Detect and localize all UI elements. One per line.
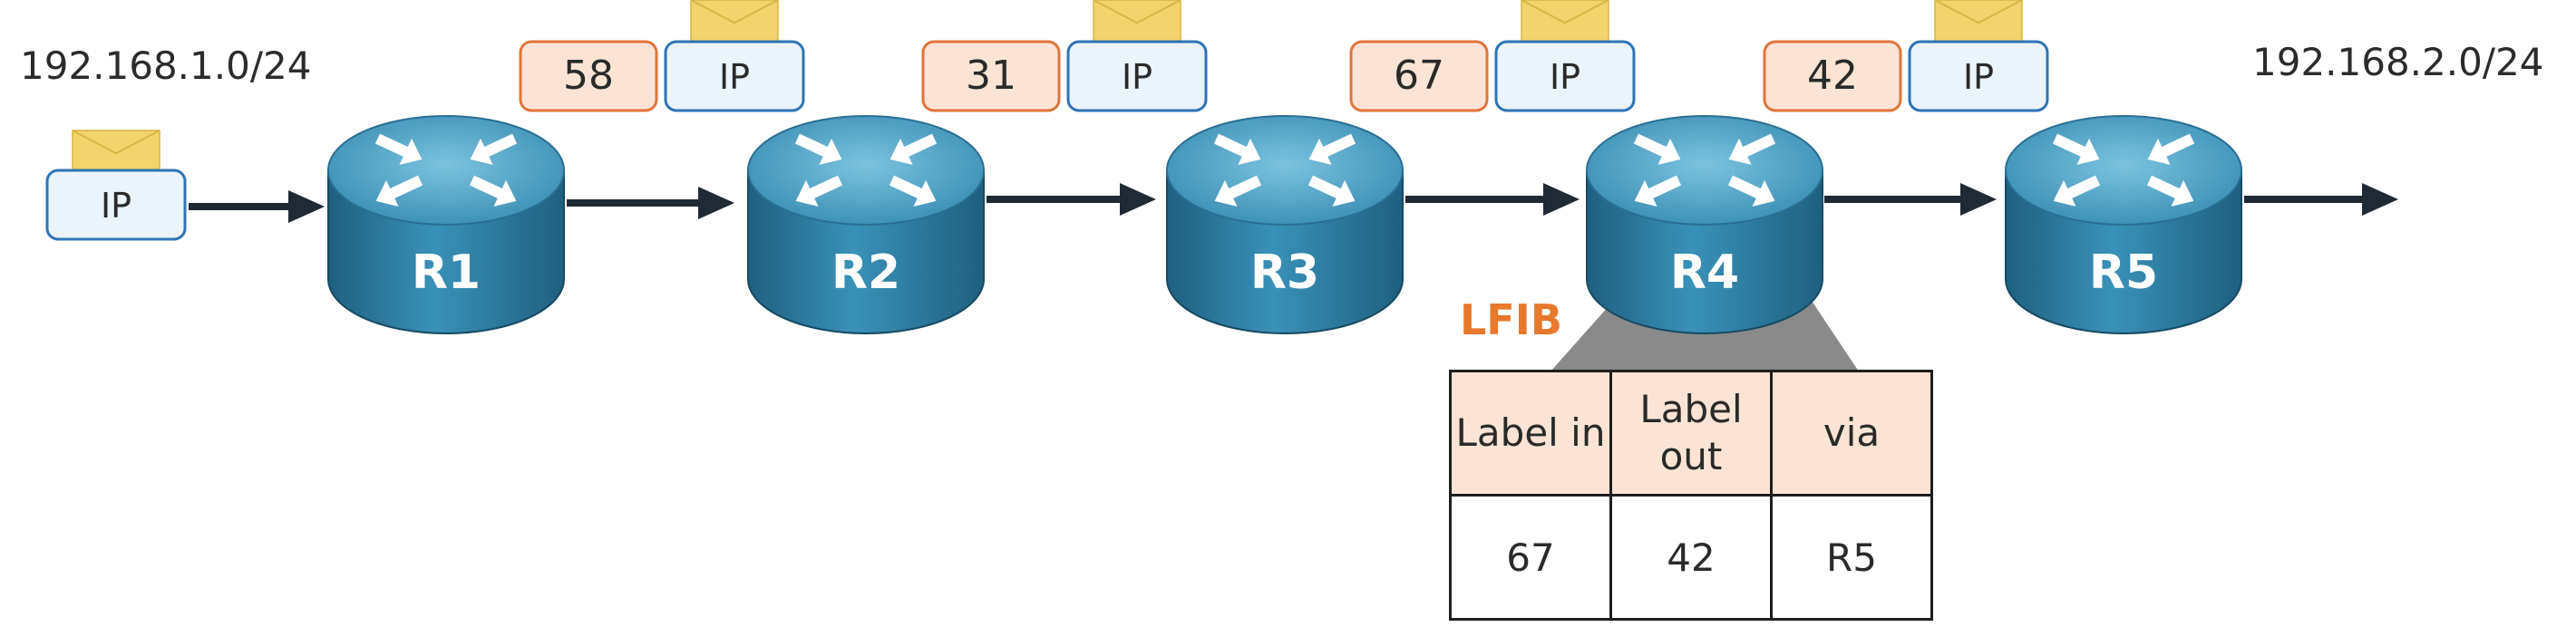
- router-r2: R2: [747, 115, 985, 334]
- labeled-packet: 58 IP: [519, 0, 805, 112]
- arrowhead-r2-r3: [1120, 183, 1156, 216]
- router-name: R5: [2089, 246, 2158, 300]
- router-r3: R3: [1166, 115, 1404, 334]
- ip-packet: IP: [1066, 40, 1208, 112]
- lfib-header-label-out: Label out: [1609, 370, 1773, 497]
- router-r5: R5: [2005, 115, 2242, 334]
- labeled-packet: 42 IP: [1763, 0, 2049, 112]
- lfib-entry-row: 67 42 R5: [1449, 494, 1933, 621]
- ip-packet-text: IP: [1122, 57, 1152, 97]
- ip-packet-source: IP: [45, 169, 187, 241]
- router-name: R3: [1250, 246, 1319, 300]
- router-name: R2: [831, 246, 900, 300]
- labeled-packet: 31 IP: [921, 0, 1208, 112]
- ip-packet: IP: [664, 40, 805, 112]
- envelope-icon: [690, 0, 779, 43]
- mpls-label-text: 58: [563, 53, 614, 99]
- router-arrows-icon: [1213, 133, 1356, 207]
- mpls-label: 42: [1763, 40, 1902, 112]
- ip-packet-source-text: IP: [101, 186, 131, 226]
- arrowhead-r5-dest: [2362, 183, 2398, 216]
- lfib-cell-via: R5: [1770, 494, 1933, 621]
- router-name: R4: [1670, 246, 1739, 300]
- router-arrows-icon: [1633, 133, 1776, 207]
- arrowhead-r4-r5: [1960, 183, 1997, 216]
- link-arrows: [189, 183, 2398, 223]
- router-r4: R4: [1586, 115, 1823, 334]
- arrowhead-source-r1: [288, 190, 325, 223]
- envelope-icon: [72, 130, 160, 173]
- envelope-icon: [1934, 0, 2023, 43]
- router-name: R1: [412, 246, 481, 300]
- ip-packet: IP: [1908, 40, 2049, 112]
- envelope-icon: [1093, 0, 1181, 43]
- lfib-title: LFIB: [1460, 295, 1562, 344]
- mpls-label: 58: [519, 40, 658, 112]
- mpls-label-text: 31: [966, 53, 1016, 99]
- ip-packet-text: IP: [719, 57, 750, 97]
- destination-network-label: 192.168.2.0/24: [2252, 40, 2544, 84]
- ip-packet-text: IP: [1550, 57, 1580, 97]
- envelope-icon: [1521, 0, 1609, 43]
- ip-packet: IP: [1494, 40, 1636, 112]
- mpls-label: 67: [1349, 40, 1489, 112]
- labeled-packet: 67 IP: [1349, 0, 1636, 112]
- mpls-label: 31: [921, 40, 1061, 112]
- routers: R1 R2 R3 R4 R5: [327, 115, 2242, 334]
- router-arrows-icon: [374, 133, 518, 207]
- router-r1: R1: [327, 115, 565, 334]
- lfib-header-via: via: [1770, 370, 1933, 497]
- arrowhead-r1-r2: [698, 187, 734, 219]
- arrowhead-r3-r4: [1543, 183, 1580, 216]
- lfib-cell-label-out: 42: [1609, 494, 1773, 621]
- source-network-label: 192.168.1.0/24: [20, 43, 312, 88]
- lfib-cell-label-in: 67: [1449, 494, 1612, 621]
- router-arrows-icon: [2052, 133, 2195, 207]
- router-arrows-icon: [794, 133, 938, 207]
- lfib-header-label-in: Label in: [1449, 370, 1612, 497]
- mpls-label-text: 67: [1394, 53, 1444, 99]
- lfib-table: Label in Label out via 67 42 R5: [1449, 370, 1933, 621]
- lfib-header-row: Label in Label out via: [1449, 370, 1933, 497]
- mpls-label-text: 42: [1807, 53, 1858, 99]
- ip-packet-text: IP: [1963, 57, 1994, 97]
